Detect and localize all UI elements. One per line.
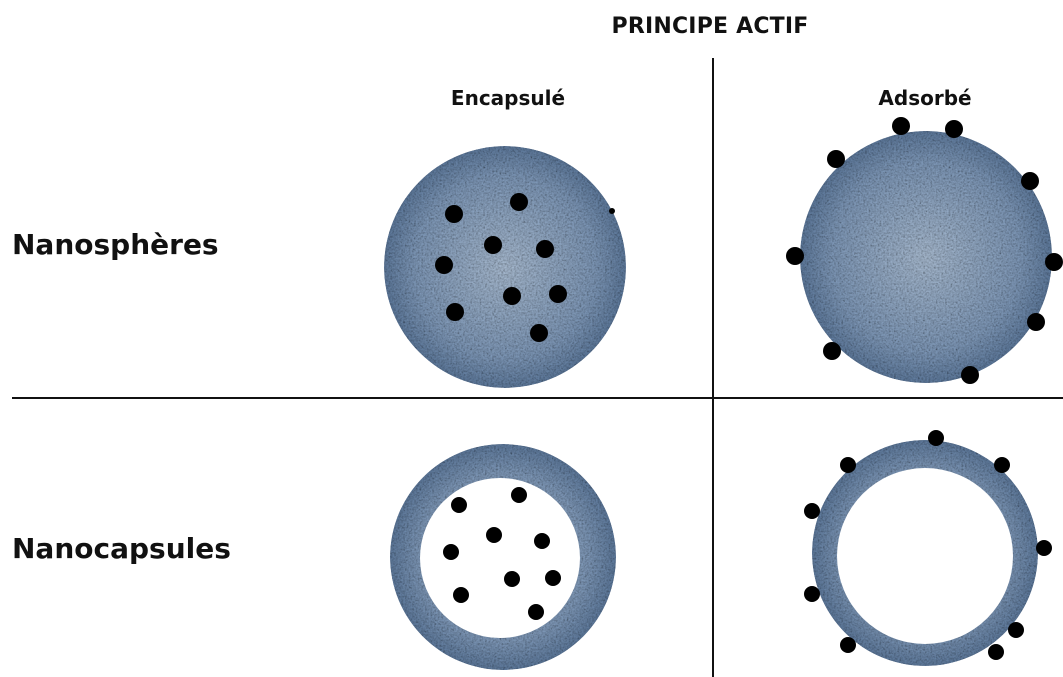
diagram-header: PRINCIPE ACTIF	[611, 14, 809, 39]
nanosphere-adsorbed	[786, 117, 1063, 384]
drug-dot	[1021, 172, 1039, 190]
nanocapsule-adsorbed	[804, 430, 1052, 666]
drug-dot	[961, 366, 979, 384]
drug-dot	[528, 604, 544, 620]
drug-dots	[443, 487, 561, 620]
nanosphere-body	[384, 146, 626, 388]
drug-dot	[827, 150, 845, 168]
drug-dot	[988, 644, 1004, 660]
nanocapsule-core	[837, 468, 1013, 644]
drug-dot	[530, 324, 548, 342]
drug-dot	[1036, 540, 1052, 556]
drug-dot	[840, 457, 856, 473]
drug-dots	[435, 193, 615, 342]
drug-dot	[510, 193, 528, 211]
drug-dot	[804, 586, 820, 602]
drug-dot	[994, 457, 1010, 473]
nanocapsule-core	[420, 478, 580, 638]
drug-dot	[445, 205, 463, 223]
drug-dot	[1008, 622, 1024, 638]
drug-dot	[443, 544, 459, 560]
nanosphere-body	[800, 131, 1052, 383]
row-label-nanospheres: Nanosphères	[12, 228, 219, 261]
drug-dot	[446, 303, 464, 321]
drug-dot	[484, 236, 502, 254]
drug-dot	[840, 637, 856, 653]
drug-dot	[536, 240, 554, 258]
drug-dots	[786, 117, 1063, 384]
drug-dots	[804, 430, 1052, 660]
drug-dot	[534, 533, 550, 549]
drug-dot	[511, 487, 527, 503]
drug-dot	[549, 285, 567, 303]
drug-dot	[451, 497, 467, 513]
nanosphere-encapsulated	[384, 146, 626, 388]
drug-dot	[453, 587, 469, 603]
drug-dot	[609, 208, 615, 214]
drug-dot	[945, 120, 963, 138]
drug-dot	[823, 342, 841, 360]
drug-dot	[1027, 313, 1045, 331]
drug-dot	[435, 256, 453, 274]
column-label-adsorbed: Adsorbé	[878, 86, 972, 110]
drug-dot	[786, 247, 804, 265]
drug-dot	[1045, 253, 1063, 271]
drug-dot	[503, 287, 521, 305]
drug-dot	[892, 117, 910, 135]
drug-dot	[928, 430, 944, 446]
drug-dot	[545, 570, 561, 586]
column-label-encapsulated: Encapsulé	[450, 86, 566, 110]
row-label-nanocapsules: Nanocapsules	[12, 532, 231, 565]
drug-dot	[504, 571, 520, 587]
drug-dot	[486, 527, 502, 543]
nanocapsule-encapsulated	[390, 444, 616, 670]
drug-dot	[804, 503, 820, 519]
